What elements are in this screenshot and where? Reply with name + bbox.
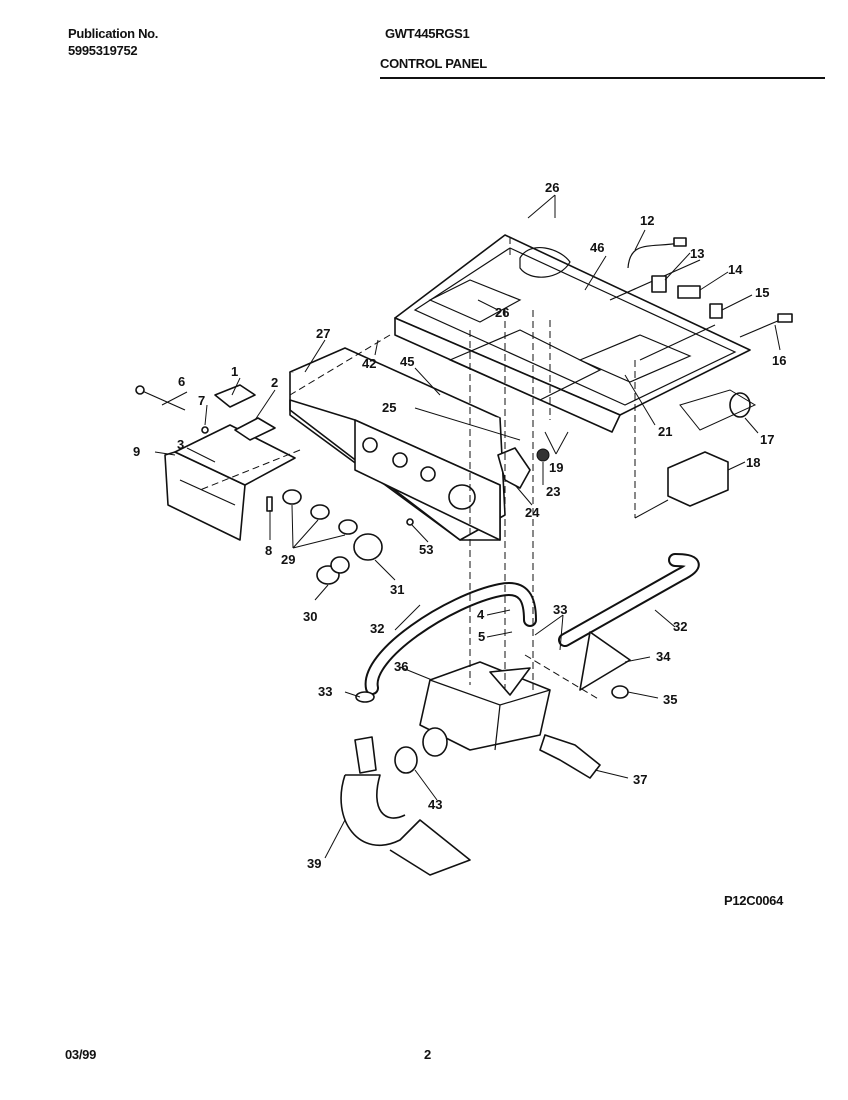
dispenser-drawer (135, 384, 296, 541)
callout-25: 25 (382, 400, 396, 415)
callout-35: 35 (663, 692, 677, 707)
callout-1: 1 (231, 364, 238, 379)
callout-33-right: 33 (553, 602, 567, 617)
callout-18: 18 (746, 455, 760, 470)
callout-26-top: 26 (545, 180, 559, 195)
callout-43: 43 (428, 797, 442, 812)
callout-37: 37 (633, 772, 647, 787)
callout-31: 31 (390, 582, 404, 597)
callout-15: 15 (755, 285, 769, 300)
callout-34: 34 (656, 649, 671, 664)
callout-30: 30 (303, 609, 317, 624)
callout-39: 39 (307, 856, 321, 871)
electrical-components (497, 237, 793, 507)
callout-5: 5 (478, 629, 485, 644)
callout-3: 3 (177, 437, 184, 452)
callout-8: 8 (265, 543, 272, 558)
callout-32-right: 32 (673, 619, 687, 634)
water-valve-and-hoses (340, 553, 700, 876)
model-number: GWT445RGS1 (385, 26, 470, 41)
callout-4: 4 (477, 607, 485, 622)
callout-53: 53 (419, 542, 433, 557)
control-panel-front (289, 347, 506, 541)
callout-36: 36 (394, 659, 408, 674)
callout-17: 17 (760, 432, 774, 447)
callout-12: 12 (640, 213, 654, 228)
diagram-code: P12C0064 (724, 893, 784, 908)
callout-46: 46 (590, 240, 604, 255)
footer-date: 03/99 (65, 1047, 97, 1062)
callout-42: 42 (362, 356, 376, 371)
callout-19: 19 (549, 460, 563, 475)
callout-7: 7 (198, 393, 205, 408)
callout-33-left: 33 (318, 684, 332, 699)
assembly-lines (199, 235, 757, 701)
control-housing (394, 234, 751, 433)
callout-26-mid: 26 (495, 305, 509, 320)
callout-21: 21 (658, 424, 672, 439)
callout-labels: 26 12 46 13 14 15 26 27 42 45 16 1 6 2 7… (133, 180, 786, 871)
callout-13: 13 (690, 246, 704, 261)
callout-32-left: 32 (370, 621, 384, 636)
callout-16: 16 (772, 353, 786, 368)
page-number: 2 (424, 1047, 431, 1062)
callout-14: 14 (728, 262, 743, 277)
callout-23: 23 (546, 484, 560, 499)
callout-6: 6 (178, 374, 185, 389)
callout-29: 29 (281, 552, 295, 567)
leader-lines (154, 194, 781, 859)
publication-label: Publication No. (68, 26, 159, 41)
callout-45: 45 (400, 354, 414, 369)
control-knobs (282, 489, 414, 585)
callout-27: 27 (316, 326, 330, 341)
callout-9: 9 (133, 444, 140, 459)
publication-number: 5995319752 (68, 43, 138, 58)
header-rule (380, 77, 825, 79)
callout-24: 24 (525, 505, 540, 520)
section-title: CONTROL PANEL (380, 56, 487, 71)
callout-2: 2 (271, 375, 278, 390)
